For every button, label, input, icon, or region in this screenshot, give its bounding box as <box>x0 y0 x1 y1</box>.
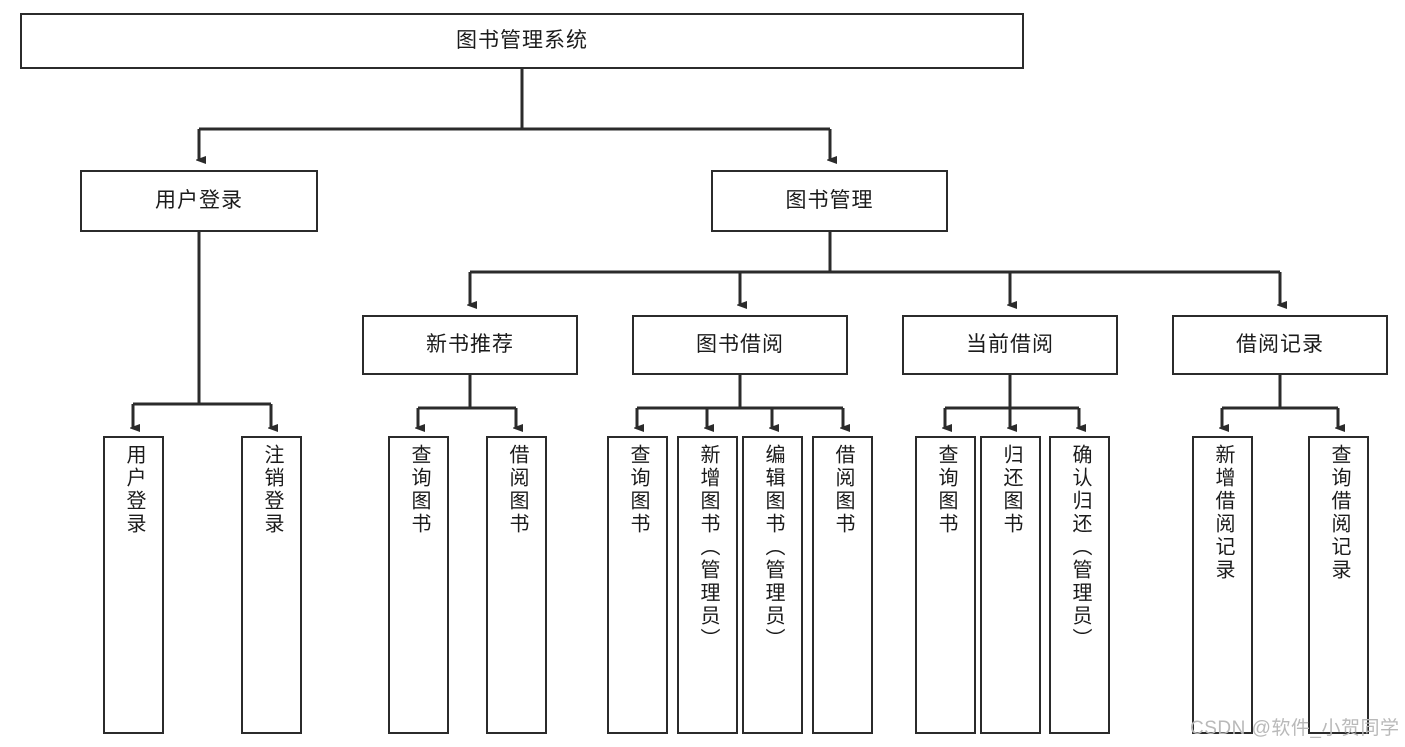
leaf-add-borrow-record-label: 新增借阅记录 <box>1212 444 1234 582</box>
node-book-management[interactable]: 图书管理 <box>711 170 948 232</box>
node-borrow-record[interactable]: 借阅记录 <box>1172 315 1388 375</box>
node-current-borrow-label: 当前借阅 <box>966 332 1054 356</box>
node-root[interactable]: 图书管理系统 <box>20 13 1024 69</box>
leaf-query-book-recommend[interactable]: 查询图书 <box>388 436 449 734</box>
leaf-user-login-label: 用户登录 <box>123 444 145 536</box>
leaf-return-book-label: 归还图书 <box>1000 444 1022 536</box>
leaf-query-book-borrow-label: 查询图书 <box>627 444 649 536</box>
leaf-return-book[interactable]: 归还图书 <box>980 436 1041 734</box>
leaf-user-login[interactable]: 用户登录 <box>103 436 164 734</box>
node-root-label: 图书管理系统 <box>456 28 588 52</box>
leaf-borrow-book-recommend-label: 借阅图书 <box>506 444 528 536</box>
node-user-login-label: 用户登录 <box>155 188 243 212</box>
node-new-book-recommend-label: 新书推荐 <box>426 332 514 356</box>
node-book-borrow[interactable]: 图书借阅 <box>632 315 848 375</box>
leaf-confirm-return-admin-label: 确认归还（管理员） <box>1069 444 1091 651</box>
leaf-logout-label: 注销登录 <box>261 444 283 536</box>
node-current-borrow[interactable]: 当前借阅 <box>902 315 1118 375</box>
node-new-book-recommend[interactable]: 新书推荐 <box>362 315 578 375</box>
node-book-management-label: 图书管理 <box>785 188 874 212</box>
leaf-add-borrow-record[interactable]: 新增借阅记录 <box>1192 436 1253 734</box>
leaf-logout[interactable]: 注销登录 <box>241 436 302 734</box>
node-user-login[interactable]: 用户登录 <box>80 170 318 232</box>
leaf-edit-book-admin-label: 编辑图书（管理员） <box>762 444 784 651</box>
leaf-borrow-book-label: 借阅图书 <box>832 444 854 536</box>
leaf-query-book-current-label: 查询图书 <box>935 444 957 536</box>
leaf-borrow-book[interactable]: 借阅图书 <box>812 436 873 734</box>
leaf-add-book-admin[interactable]: 新增图书（管理员） <box>677 436 738 734</box>
leaf-query-book-recommend-label: 查询图书 <box>408 444 430 536</box>
leaf-add-book-admin-label: 新增图书（管理员） <box>697 444 719 651</box>
node-book-borrow-label: 图书借阅 <box>696 332 784 356</box>
leaf-query-book-borrow[interactable]: 查询图书 <box>607 436 668 734</box>
leaf-confirm-return-admin[interactable]: 确认归还（管理员） <box>1049 436 1110 734</box>
leaf-borrow-book-recommend[interactable]: 借阅图书 <box>486 436 547 734</box>
leaf-query-borrow-record-label: 查询借阅记录 <box>1328 444 1350 582</box>
node-borrow-record-label: 借阅记录 <box>1236 332 1324 356</box>
leaf-edit-book-admin[interactable]: 编辑图书（管理员） <box>742 436 803 734</box>
leaf-query-book-current[interactable]: 查询图书 <box>915 436 976 734</box>
leaf-query-borrow-record[interactable]: 查询借阅记录 <box>1308 436 1369 734</box>
